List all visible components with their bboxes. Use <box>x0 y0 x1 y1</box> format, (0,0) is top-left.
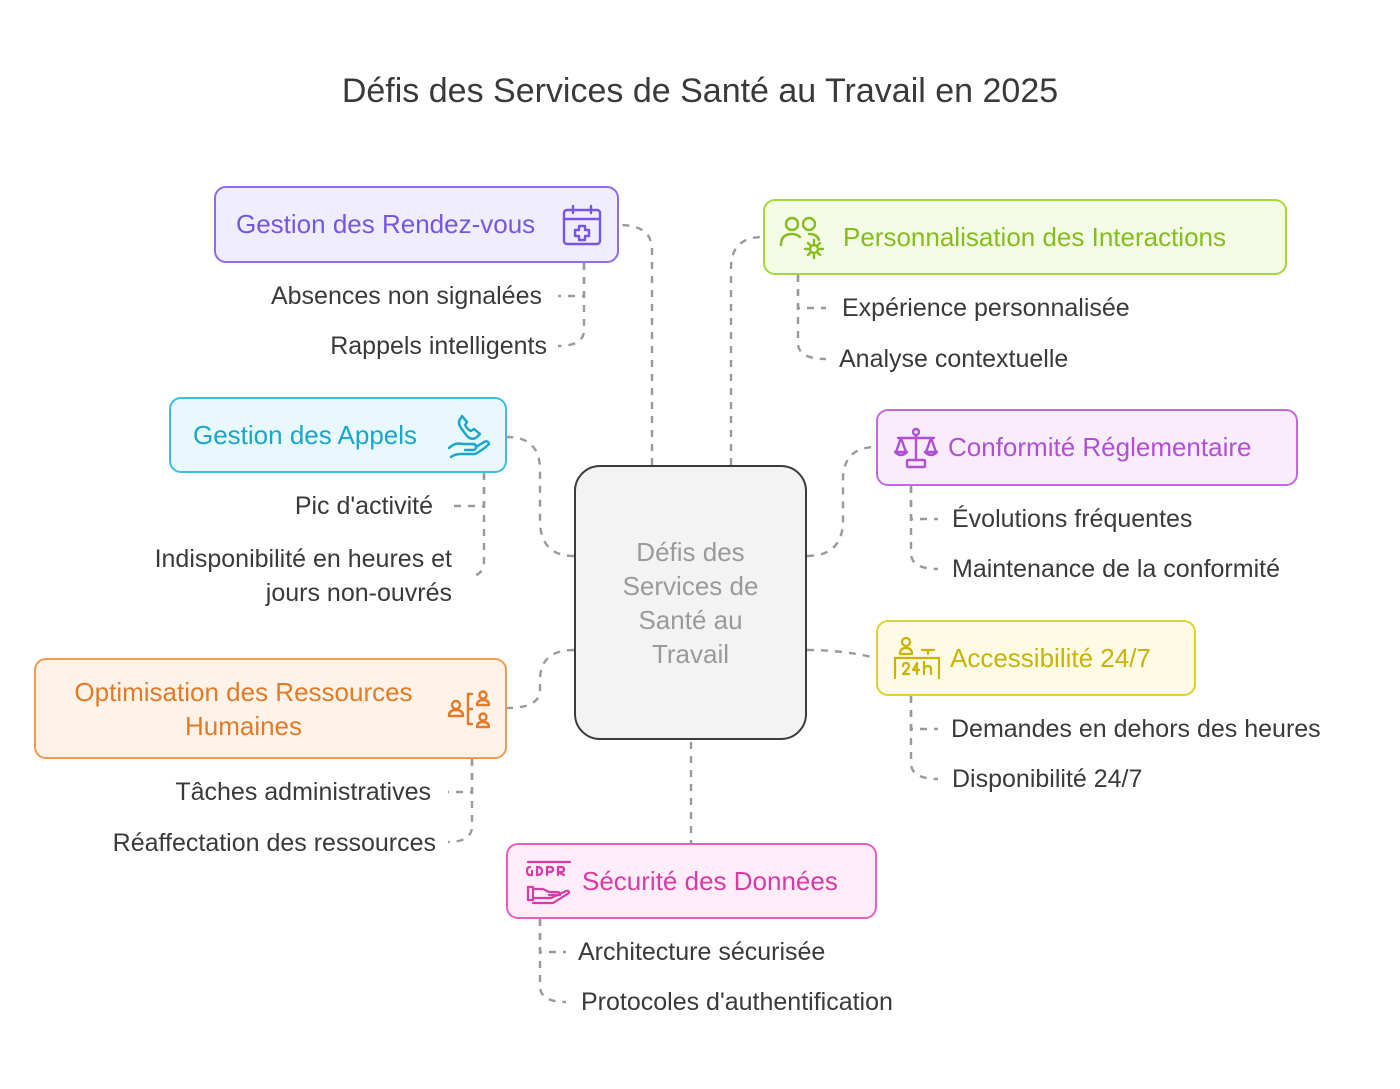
leaf-disponibilite: Disponibilité 24/7 <box>952 765 1143 793</box>
connector-leaf-demandes <box>909 696 938 731</box>
connector-center-personnalisation <box>729 235 764 465</box>
branch-label: Conformité Réglementaire <box>948 432 1252 462</box>
connector-leaf-pic <box>448 473 486 508</box>
connector-center-rendezvous <box>619 223 654 465</box>
branch-optimisation-rh: Optimisation des Ressources Humaines <box>34 658 507 759</box>
leaf-experience: Expérience personnalisée <box>842 294 1130 322</box>
branch-label: Gestion des Appels <box>193 419 418 450</box>
leaf-demandes: Demandes en dehors des heures <box>951 715 1321 743</box>
connector-leaf-reaffectation <box>447 759 474 844</box>
branch-label: Optimisation des Ressources Humaines <box>74 676 413 741</box>
connector-leaf-evolutions <box>909 486 938 521</box>
central-topic-label: Défis des Services de Santé au Travail <box>622 536 759 669</box>
leaf-pic-activite: Pic d'activité <box>294 492 433 520</box>
gdpr-hand-icon <box>524 858 572 906</box>
branch-personnalisation: Personnalisation des Interactions <box>763 199 1287 275</box>
connector-center-rh <box>506 648 575 710</box>
connector-center-accessibilite <box>806 648 877 660</box>
leaf-indisponibilite: Indisponibilité en heures et jours non-o… <box>154 545 452 607</box>
24h-desk-icon <box>892 634 940 682</box>
leaf-absences: Absences non signalées <box>270 282 542 310</box>
branch-gestion-rendez-vous: Gestion des Rendez-vous <box>214 186 619 263</box>
hand-phone-icon <box>445 412 493 460</box>
people-reassign-icon <box>446 686 494 734</box>
branch-label: Accessibilité 24/7 <box>950 642 1151 673</box>
connector-leaf-disponibilite <box>909 696 939 781</box>
leaf-architecture: Architecture sécurisée <box>578 938 826 966</box>
users-gear-icon <box>779 213 827 261</box>
diagram-title: Défis des Services de Santé au Travail e… <box>341 72 1059 110</box>
connector-leaf-rappels <box>557 263 586 348</box>
leaf-maintenance: Maintenance de la conformité <box>952 555 1280 583</box>
connector-leaf-architecture <box>538 919 566 954</box>
connector-leaf-absences <box>558 263 586 298</box>
leaf-protocoles: Protocoles d'authentification <box>581 988 893 1016</box>
branch-label: Personnalisation des Interactions <box>843 221 1227 252</box>
branch-label: Gestion des Rendez-vous <box>236 209 536 239</box>
connector-center-appels <box>506 435 575 558</box>
connector-leaf-indispo <box>469 473 486 578</box>
calendar-plus-icon <box>558 202 606 250</box>
connector-leaf-maintenance <box>909 486 939 571</box>
branch-accessibilite: Accessibilité 24/7 <box>876 620 1196 696</box>
leaf-evolutions: Évolutions fréquentes <box>952 505 1193 533</box>
connector-leaf-experience <box>796 275 826 310</box>
branch-conformite: Conformité Réglementaire <box>876 409 1298 486</box>
connector-leaf-taches <box>448 759 474 794</box>
connector-leaf-protocoles <box>538 919 567 1004</box>
leaf-taches-administratives: Tâches administratives <box>175 778 431 806</box>
central-topic: Défis des Services de Santé au Travail <box>574 465 807 740</box>
scales-icon <box>892 424 940 472</box>
leaf-analyse: Analyse contextuelle <box>839 345 1069 373</box>
connector-center-conformite <box>806 445 877 558</box>
leaf-rappels: Rappels intelligents <box>330 332 547 360</box>
branch-label: Sécurité des Données <box>582 865 838 896</box>
leaf-reaffectation: Réaffectation des ressources <box>112 829 436 857</box>
branch-securite-donnees: Sécurité des Données <box>506 843 877 919</box>
branch-gestion-appels: Gestion des Appels <box>169 397 507 473</box>
connector-leaf-analyse <box>796 275 827 361</box>
